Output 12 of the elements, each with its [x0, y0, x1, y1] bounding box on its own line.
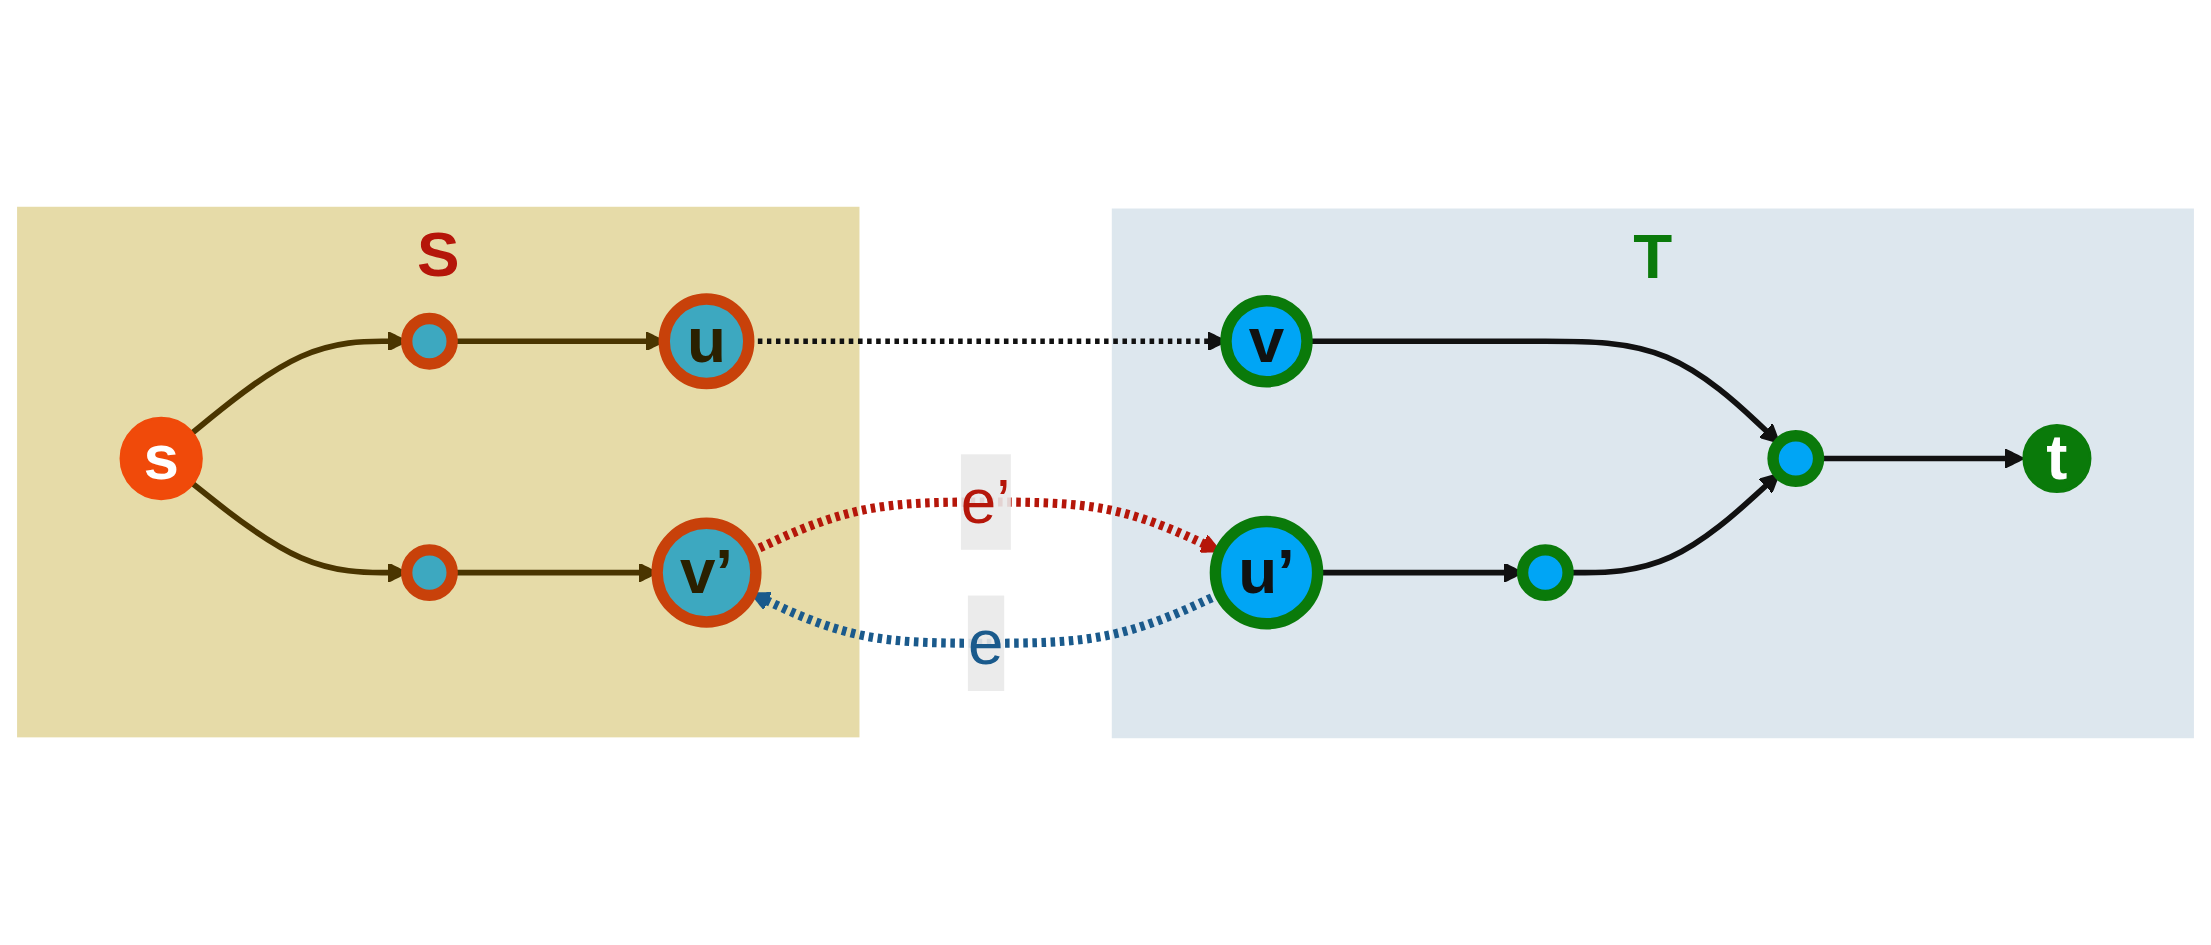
node-circle: v’: [651, 517, 762, 628]
node-circle: t: [2022, 424, 2092, 494]
node-circle: u: [658, 293, 755, 390]
edge-label: e: [967, 606, 1004, 678]
node-circle: v: [1220, 295, 1313, 388]
node-circle: s: [119, 416, 203, 501]
node-circle: [1516, 544, 1574, 602]
edge-label: e’: [960, 465, 1011, 537]
node-circle: u’: [1209, 515, 1324, 630]
node-circle: [400, 312, 458, 370]
node-circle: [1767, 430, 1825, 487]
node-circle: [400, 544, 458, 602]
